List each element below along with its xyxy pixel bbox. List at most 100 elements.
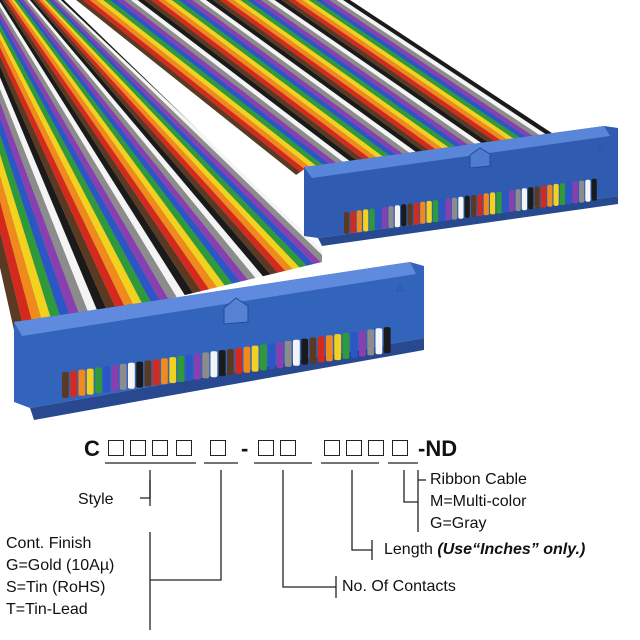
ribbon-wire xyxy=(0,0,96,330)
ribbon-wire xyxy=(0,0,218,330)
ribbon-wire xyxy=(0,0,116,330)
length-digit-box xyxy=(346,440,362,456)
ribbon-wire xyxy=(219,0,477,175)
connector-wire-end xyxy=(591,178,597,201)
connector-wire-end xyxy=(62,372,69,398)
connector-wire-end xyxy=(111,365,119,392)
connector-wire-end xyxy=(301,338,309,365)
ribbon-cable-label: Ribbon Cable xyxy=(430,471,527,488)
connector-wire-end xyxy=(243,346,251,373)
part-number-suffix: -ND xyxy=(418,436,458,461)
ribbon-wire xyxy=(102,0,341,175)
ribbon-wire xyxy=(191,0,445,175)
ribbon-wire xyxy=(198,0,453,175)
connector-wire-end xyxy=(451,197,458,220)
contacts-digit-box xyxy=(280,440,296,456)
connector-wire-end xyxy=(382,206,388,229)
connector-wire-end xyxy=(559,183,566,206)
connector-wire-end xyxy=(534,186,540,209)
ribbon-wire xyxy=(0,0,198,330)
ribbon-wire xyxy=(14,0,269,330)
ribbon-wire xyxy=(280,0,549,175)
ribbon-wire xyxy=(253,0,517,175)
contacts-digit-box xyxy=(258,440,274,456)
ribbon-wire xyxy=(0,0,66,330)
ribbon-wire xyxy=(7,0,248,330)
ribbon-wire xyxy=(294,0,565,175)
connector-wire-end xyxy=(515,189,521,212)
ribbon-wire xyxy=(82,0,317,175)
connector-wire-end xyxy=(502,190,508,213)
ribbon-wire xyxy=(274,0,541,175)
connector-wire-end xyxy=(185,354,193,381)
connector-wire-end xyxy=(235,347,243,374)
ribbon-wire xyxy=(0,0,208,330)
ribbon-wire xyxy=(178,0,429,175)
connector-wire-end xyxy=(317,336,325,363)
connector-wire-end xyxy=(585,179,591,202)
connector-wire-end xyxy=(350,331,358,358)
connector-wire-end xyxy=(407,203,413,226)
ribbon-wire xyxy=(0,0,55,330)
connector-wire-end xyxy=(161,358,168,385)
ribbon-wire xyxy=(143,0,389,175)
ribbon-wire xyxy=(35,0,322,330)
length-label-text: Length xyxy=(384,541,433,558)
style-label: Style xyxy=(78,491,114,508)
connector-wire-end xyxy=(540,185,547,208)
length-digit-box xyxy=(324,440,340,456)
connector-wire-end xyxy=(144,360,152,387)
connector-wire-end xyxy=(394,205,400,228)
connector-wire-end xyxy=(86,368,94,395)
connector-wire-end xyxy=(553,183,559,206)
ribbon-wire xyxy=(287,0,557,175)
connector-wire-end xyxy=(326,335,333,362)
ribbon-wire xyxy=(51,0,322,330)
part-number-separator: - xyxy=(241,436,249,461)
svg-text:△: △ xyxy=(396,282,404,293)
finish-tin-lead-option: T=Tin-Lead xyxy=(6,601,88,618)
connector-wire-end xyxy=(383,327,391,354)
ribbon-wire xyxy=(44,0,322,330)
connector-wire-end xyxy=(413,202,420,225)
left-idc-connector: △ xyxy=(14,262,424,420)
connector-wire-end xyxy=(509,189,515,212)
style-digit-box xyxy=(130,440,146,456)
connector-wire-end xyxy=(334,334,342,361)
ribbon-wire xyxy=(29,0,319,330)
finish-gold-option: G=Gold (10Aµ) xyxy=(6,557,115,574)
connector-wire-end xyxy=(420,201,426,224)
connector-wire-end xyxy=(177,355,185,382)
style-digit-box xyxy=(152,440,168,456)
connector-wire-end xyxy=(388,206,394,229)
right-ribbon-cable xyxy=(76,0,618,175)
contacts-label: No. Of Contacts xyxy=(342,578,456,595)
connector-wire-end xyxy=(369,208,375,231)
svg-text:△: △ xyxy=(597,142,604,152)
connector-wire-end xyxy=(119,363,127,390)
connector-wire-end xyxy=(276,342,284,369)
ribbon-wire xyxy=(0,0,106,330)
ribbon-wire xyxy=(17,0,279,330)
ribbon-wire xyxy=(315,0,589,175)
ribbon-wire xyxy=(0,0,76,330)
ribbon-wire xyxy=(54,0,322,330)
ribbon-wire xyxy=(328,0,605,175)
connector-wire-end xyxy=(202,352,210,379)
connector-wire-end xyxy=(439,199,445,222)
right-connector-wire-ends xyxy=(344,178,597,234)
connector-wire-end xyxy=(464,195,470,218)
ribbon-wire xyxy=(212,0,469,175)
ribbon-wire xyxy=(246,0,509,175)
ribbon-wire xyxy=(335,0,613,175)
ribbon-wire xyxy=(89,0,325,175)
ribbon-wire xyxy=(0,0,147,330)
ribbon-wire xyxy=(116,0,357,175)
ribbon-wire xyxy=(308,0,581,175)
ribbon-wire xyxy=(1,0,228,330)
ribbon-wire xyxy=(95,0,333,175)
ribbon-wire xyxy=(48,0,322,330)
connector-wire-end xyxy=(194,353,201,380)
length-label: Length (Use“Inches” only.) xyxy=(384,540,585,560)
ribbon-wire xyxy=(157,0,405,175)
